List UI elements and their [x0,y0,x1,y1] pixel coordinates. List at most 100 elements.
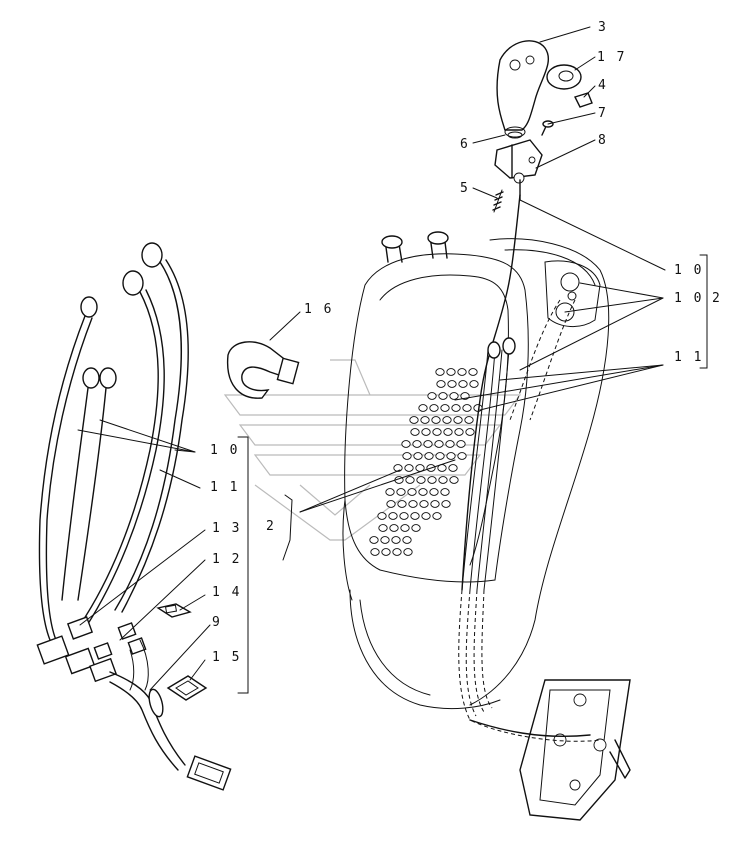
perforation-dot [443,428,453,436]
perforation-dot [397,500,407,508]
perforation-dot [440,404,450,412]
callout-2a: 2 [712,291,722,306]
perforation-dot [410,512,420,520]
perforation-dot [409,416,419,424]
perforation-dot [404,464,414,472]
perforation-dot [430,500,440,508]
perforation-dot [456,440,466,448]
perforation-dot [391,536,401,544]
perforation-dot [429,404,439,412]
perforation-dot [448,464,458,472]
perforation-dot [418,404,428,412]
callout-9: 9 [212,615,222,630]
callout-11b: 1 1 [210,480,239,495]
perforation-dot [380,536,390,544]
perforation-dot [413,452,423,460]
perforation-dot [370,548,380,556]
perforation-dot [408,500,418,508]
perforation-dot [446,452,456,460]
perforation-dot [411,524,421,532]
callout-14: 1 4 [212,585,241,600]
callout-13: 1 3 [212,521,241,536]
perforation-dot [386,500,396,508]
perforation-dot [403,548,413,556]
callout-5: 5 [460,181,470,196]
perforation-dot [464,416,474,424]
perforation-dot [388,512,398,520]
perforation-dot [423,440,433,448]
perforation-dot [436,380,446,388]
perforation-dot [438,476,448,484]
perforation-dot [432,512,442,520]
perforation-dot [416,476,426,484]
perforation-dot [392,548,402,556]
cable-strap [226,341,300,399]
perforation-dot [445,440,455,448]
perforation-dot [440,488,450,496]
perforation-dot [405,476,415,484]
callout-12: 1 2 [212,552,241,567]
perforation-dot [451,404,461,412]
perforation-dot [457,368,467,376]
seat-perforations [369,368,483,556]
callout-16: 1 6 [304,302,333,317]
perforation-dot [429,488,439,496]
perforation-dot [447,380,457,388]
perforation-dot [457,452,467,460]
perforation-dot [468,368,478,376]
perforation-dot [458,380,468,388]
callout-10a: 1 0 [674,263,703,278]
perforation-dot [453,416,463,424]
perforation-dot [381,548,391,556]
callout-labels: 3 1 7 4 7 6 8 5 1 0 1 0 2 1 1 1 6 1 0 1 … [210,20,722,665]
perforation-dot [454,428,464,436]
perforation-dot [419,500,429,508]
callout-3: 3 [598,20,608,35]
perforation-dot [449,392,459,400]
perforation-dot [420,416,430,424]
perforation-dot [441,500,451,508]
perforation-dot [465,428,475,436]
callout-8: 8 [598,133,608,148]
seat-wiring [458,194,601,742]
perforation-dot [449,476,459,484]
perforation-dot [402,536,412,544]
perforation-dot [435,452,445,460]
perforation-dot [407,488,417,496]
perforation-dot [435,368,445,376]
perforation-dot [402,452,412,460]
perforation-dot [427,476,437,484]
callout-4: 4 [598,78,608,93]
perforation-dot [396,488,406,496]
perforation-dot [377,512,387,520]
perforation-dot [438,392,448,400]
perforation-dot [421,512,431,520]
perforation-dot [427,392,437,400]
callout-2b: 2 [266,519,276,534]
perforation-dot [442,416,452,424]
callout-6: 6 [460,137,470,152]
perforation-dot [431,416,441,424]
seat-outline [342,231,631,821]
perforation-dot [369,536,379,544]
callout-15: 1 5 [212,650,241,665]
perforation-dot [401,440,411,448]
perforation-dot [410,428,420,436]
left-harness [36,242,232,791]
perforation-dot [385,488,395,496]
callout-11a: 1 1 [674,350,703,365]
callout-10c: 1 0 [210,443,239,458]
callout-7: 7 [598,106,608,121]
perforation-dot [418,488,428,496]
perforation-dot [412,440,422,448]
perforation-dot [434,440,444,448]
joystick-assembly [492,40,593,213]
perforation-dot [421,428,431,436]
leader-lines [77,26,708,694]
perforation-dot [399,512,409,520]
perforation-dot [446,368,456,376]
perforation-dot [469,380,479,388]
callout-10b: 1 0 [674,291,703,306]
perforation-dot [432,428,442,436]
perforation-dot [389,524,399,532]
